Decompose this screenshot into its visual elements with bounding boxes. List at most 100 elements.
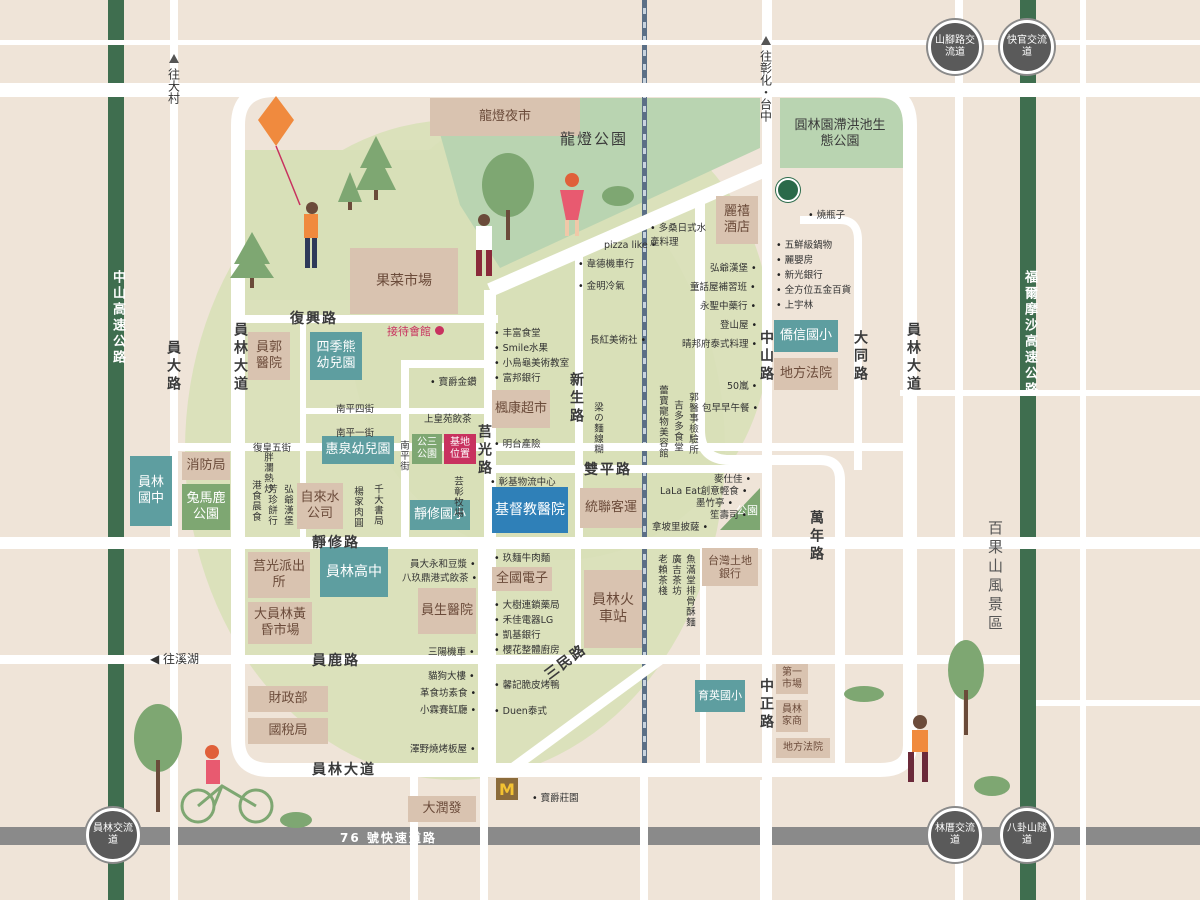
- park-3: 公三公園: [412, 434, 442, 464]
- first-market: 第一市場: [776, 664, 808, 694]
- yuanlin-train-station: 員林火車站: [584, 570, 642, 648]
- poi-e5: 全方位五金百貨: [776, 282, 852, 296]
- poi-c4: 長紅美術社: [590, 332, 646, 346]
- person-icon: [205, 173, 928, 784]
- kuaiguan-interchange: 快官交流道: [1000, 20, 1054, 74]
- datong-road: 大同路: [852, 330, 868, 384]
- lincuo-interchange: 林厝交流道: [928, 808, 982, 862]
- yuanlin-vocational: 員林家商: [776, 700, 808, 732]
- poi-v6: 千大書局: [372, 484, 383, 526]
- poi-h5: 革食坊素食: [420, 685, 476, 699]
- poi-f6: 50嵐: [727, 378, 757, 392]
- yuanda-road: 員大路: [165, 340, 181, 394]
- yuanlu-road: 員鹿路: [312, 653, 360, 669]
- expressway-76: [0, 827, 1200, 845]
- huiquan-kindergarten: 惠泉幼兒園: [322, 436, 394, 464]
- poi-e6: 上宇林: [776, 297, 814, 311]
- jingxiu-elementary: 靜修國小: [410, 500, 470, 530]
- water-company: 自來水公司: [297, 483, 343, 529]
- poi-i3: 禾佳電器LG: [494, 612, 554, 626]
- poi-i7: Duen泰式: [494, 703, 547, 717]
- yuanlin-high-school: 員林高中: [320, 547, 388, 597]
- poi-f5: 晴邦府泰式料理: [682, 336, 757, 350]
- poi-e1: 燒瓶子: [808, 207, 846, 221]
- to-dacun: 往大村: [162, 52, 186, 104]
- zhongshan-freeway: [108, 0, 124, 900]
- poi-v2: 港食晨食: [250, 480, 261, 522]
- qiaoxin-elementary: 僑信國小: [774, 320, 838, 352]
- poi-i5: 櫻花整體廚房: [494, 642, 560, 656]
- fuxing-road: 復興路: [290, 311, 338, 327]
- fuhuang5-street: 復皇五街: [253, 443, 292, 454]
- yuanlin-avenue-left: 員林大道: [232, 322, 248, 394]
- poi-f7: 包早早午餐: [702, 400, 758, 414]
- poi-v3: 芳珍餅行: [266, 484, 277, 526]
- zhongshan-freeway-label: 中山高速公路: [110, 270, 125, 366]
- yuying-elementary: 育英國小: [695, 680, 745, 712]
- xinsheng-road: 新生路: [568, 372, 584, 426]
- poi-f2: 童話屋補習班: [690, 279, 756, 293]
- juguang-road: 莒光路: [476, 424, 492, 478]
- poi-h2: 八玖鼎港式飲茶: [402, 570, 477, 584]
- poi-c3: 金明冷氣: [578, 278, 625, 292]
- poi-v13: 廣吉茶坊: [670, 554, 681, 596]
- district-court: 地方法院: [774, 358, 838, 390]
- expressway-76-label: 76 號快速道路: [340, 831, 437, 845]
- nanping1-street: 南平一街: [336, 428, 375, 439]
- christian-hospital: 基督教醫院: [492, 487, 568, 533]
- base-location[interactable]: 基地位置: [444, 434, 476, 464]
- tuma-park: 兔馬鹿公園: [182, 484, 230, 530]
- tree-icon: [134, 136, 1010, 828]
- poi-g1: 麥仕佳: [714, 471, 751, 485]
- bicycle-icon: [180, 784, 274, 824]
- nanping4-street: 南平四街: [336, 404, 375, 415]
- poi-v7: 芸彰牧場: [452, 476, 463, 518]
- poi-v12: 老賴茶棧: [656, 554, 667, 596]
- district-court-2: 地方法院: [776, 738, 830, 758]
- lishi-hotel: 麗禧酒店: [716, 196, 758, 244]
- rt-mart: 大潤發: [408, 796, 476, 822]
- to-changhua: 往彰化・台中: [754, 34, 778, 122]
- poi-e2: 五鮮級鍋物: [776, 237, 833, 251]
- bagua-tunnel: 八卦山隧道: [1000, 808, 1054, 862]
- starbucks-icon: [776, 178, 800, 202]
- nanping-street: 南平街: [398, 440, 409, 472]
- yuanlin-avenue-right: 員林大道: [905, 322, 921, 394]
- fruit-market: 果菜市場: [350, 248, 458, 314]
- poi-i1: 玖麵牛肉麵: [494, 550, 551, 564]
- poi-g5: 拿坡里披薩: [652, 519, 708, 533]
- poi-g2: LaLa Eat創意輕食: [660, 483, 747, 497]
- poi-v10: 吉多多食堂: [672, 400, 683, 453]
- zhongshan-road: 中山路: [758, 330, 774, 384]
- poi-a4: 富邦銀行: [494, 370, 541, 384]
- poi-a1: 丰富食堂: [494, 325, 541, 339]
- shuangping-road: 雙平路: [584, 462, 632, 478]
- poi-f3: 永聖中藥行: [700, 298, 756, 312]
- poi-e3: 麗嬰房: [776, 252, 814, 266]
- formosa-freeway-label: 福爾摩沙高速公路: [1022, 270, 1037, 398]
- poi-b1: 寶爵金鑽: [430, 374, 477, 388]
- kite-park-label: 龍燈公園: [560, 130, 629, 148]
- poi-a5: 明台產險: [494, 436, 541, 450]
- poi-v1: 胖瀾熱炒: [262, 452, 273, 494]
- yuansheng-hospital: 員生醫院: [418, 588, 476, 634]
- jingxiu-road: 靜修路: [312, 535, 360, 551]
- reception-hall: 接待會館: [387, 323, 444, 339]
- poi-c1: pizza like: [604, 240, 656, 251]
- juguang-police: 莒光派出所: [248, 552, 310, 598]
- kite-night-market: 龍燈夜市: [430, 98, 580, 136]
- yuanlin-elementary: 員林國中: [130, 456, 172, 526]
- poi-i4: 凱基銀行: [494, 627, 541, 641]
- finance-ministry: 財政部: [248, 686, 328, 712]
- poi-h4: 貓狗大樓: [428, 668, 475, 682]
- baiguoshan-scenic: 百果山風景區: [986, 520, 1004, 634]
- poi-d1: 多桑日式水產料理: [650, 220, 710, 248]
- poi-h7: 澤野燒烤板屋: [410, 741, 476, 755]
- detention-pond-park: 圓林園滯洪池生態公園: [794, 118, 886, 149]
- yuanlin-interchange: 員林交流道: [86, 808, 140, 862]
- yuanlin-avenue-bottom: 員林大道: [312, 762, 376, 778]
- poi-h3: 三陽機車: [428, 644, 475, 658]
- poi-g4: 笙壽司: [710, 507, 747, 521]
